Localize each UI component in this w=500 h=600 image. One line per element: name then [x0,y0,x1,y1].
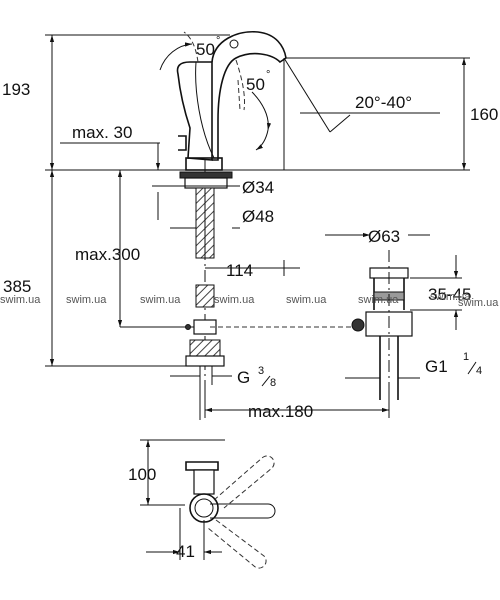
thread-g114-slash [467,361,477,375]
popup-waste: Ø63 35-45 G1 1 4 max.180 [204,227,482,421]
dim-100: 100 [128,465,156,484]
angle-50-right: 50 [246,75,265,94]
angle-50-left-deg: ° [216,35,220,47]
watermark: swim.ua [458,297,499,309]
lever-handle [178,135,187,151]
thread-g114-base: G1 [425,357,448,376]
faucet-body [176,61,213,161]
rod-point [185,324,191,330]
plan-lever-end [267,503,276,519]
tailpiece [379,336,399,400]
plan-lever-alt-down [207,519,267,569]
pivot-ball [351,318,365,332]
plan-spout [185,461,219,471]
dim-max300: max.300 [75,245,140,264]
plan-view: 100 41 [128,439,276,569]
faucet-spout [211,30,287,161]
faucet-base [185,157,223,171]
lever-alt [237,79,241,111]
watermark: swim.ua [430,291,471,303]
thread-g38-slash [261,375,271,387]
swivel-leader [329,114,351,133]
lever-swing-1 [183,31,199,63]
faucet-elevation: 193 160 max. 30 50 ° 50 ° 20°-40° [2,30,498,220]
swivel-angle: 20°-40° [355,93,412,112]
gasket [179,171,233,179]
arc-50-left [159,42,193,71]
aerator-mark [229,39,239,49]
plan-base-inner [194,498,214,518]
dim-160: 160 [470,105,498,124]
thread-g38-den: 8 [270,377,276,389]
dim-385: 385 [3,277,31,296]
watermark: swim.ua [358,294,399,306]
thread-g38-num: 3 [258,365,264,377]
valves [189,339,221,357]
watermark: swim.ua [66,294,107,306]
dim-max180: max.180 [248,402,313,421]
body-inner-curve [195,61,215,159]
watermark: swim.ua [140,294,181,306]
watermark: swim.ua [286,294,327,306]
thread-g38-base: G [237,368,250,387]
angle-50-right-deg: ° [266,69,270,81]
lever-swing-2 [235,59,245,111]
spout-swivel-line [283,57,331,133]
angle-50-left: 50 [196,40,215,59]
arc-50-right-b [255,129,269,151]
supply-hose-lower [195,284,215,308]
dim-114: 114 [226,261,253,280]
thread-g114-den: 4 [476,365,482,377]
watermark: swim.ua [214,294,255,306]
plan-body [193,469,215,495]
dim-41: 41 [176,542,195,561]
watermarks: swim.ua swim.ua swim.ua swim.ua swim.ua … [0,291,499,309]
watermark: swim.ua [0,294,41,306]
dim-max30: max. 30 [72,123,132,142]
valve-nut [185,355,225,367]
plan-lever-alt-up [213,455,275,509]
dim-193: 193 [2,80,30,99]
arc-50-right [251,91,272,131]
dim-3545: 35-45 [428,285,471,304]
dim-34: Ø34 [242,178,274,197]
dim-63: Ø63 [368,227,400,246]
dim-48: Ø48 [242,207,274,226]
under-deck-assembly: Ø34 Ø48 max.300 385 114 G 3 8 [3,160,300,420]
thread-g114-num: 1 [463,351,469,363]
